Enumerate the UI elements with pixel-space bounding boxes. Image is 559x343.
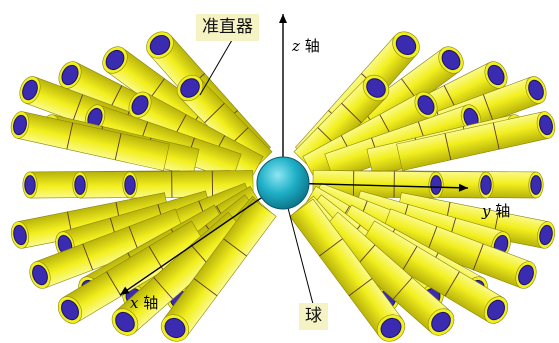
z-axis-label: z 轴 — [292, 35, 320, 56]
x-axis-var: x — [130, 294, 138, 312]
sphere-callout: 球 — [299, 303, 328, 330]
z-axis-var: z — [292, 37, 300, 55]
sphere-icon — [257, 157, 309, 209]
y-axis-var: y — [482, 202, 490, 220]
x-axis-label: x 轴 — [130, 292, 158, 313]
collimator-callout: 准直器 — [196, 14, 259, 41]
y-axis-word: 轴 — [495, 202, 510, 220]
x-axis-word: 轴 — [143, 294, 158, 312]
y-axis-label: y 轴 — [482, 200, 510, 221]
z-axis-word: 轴 — [305, 37, 320, 55]
